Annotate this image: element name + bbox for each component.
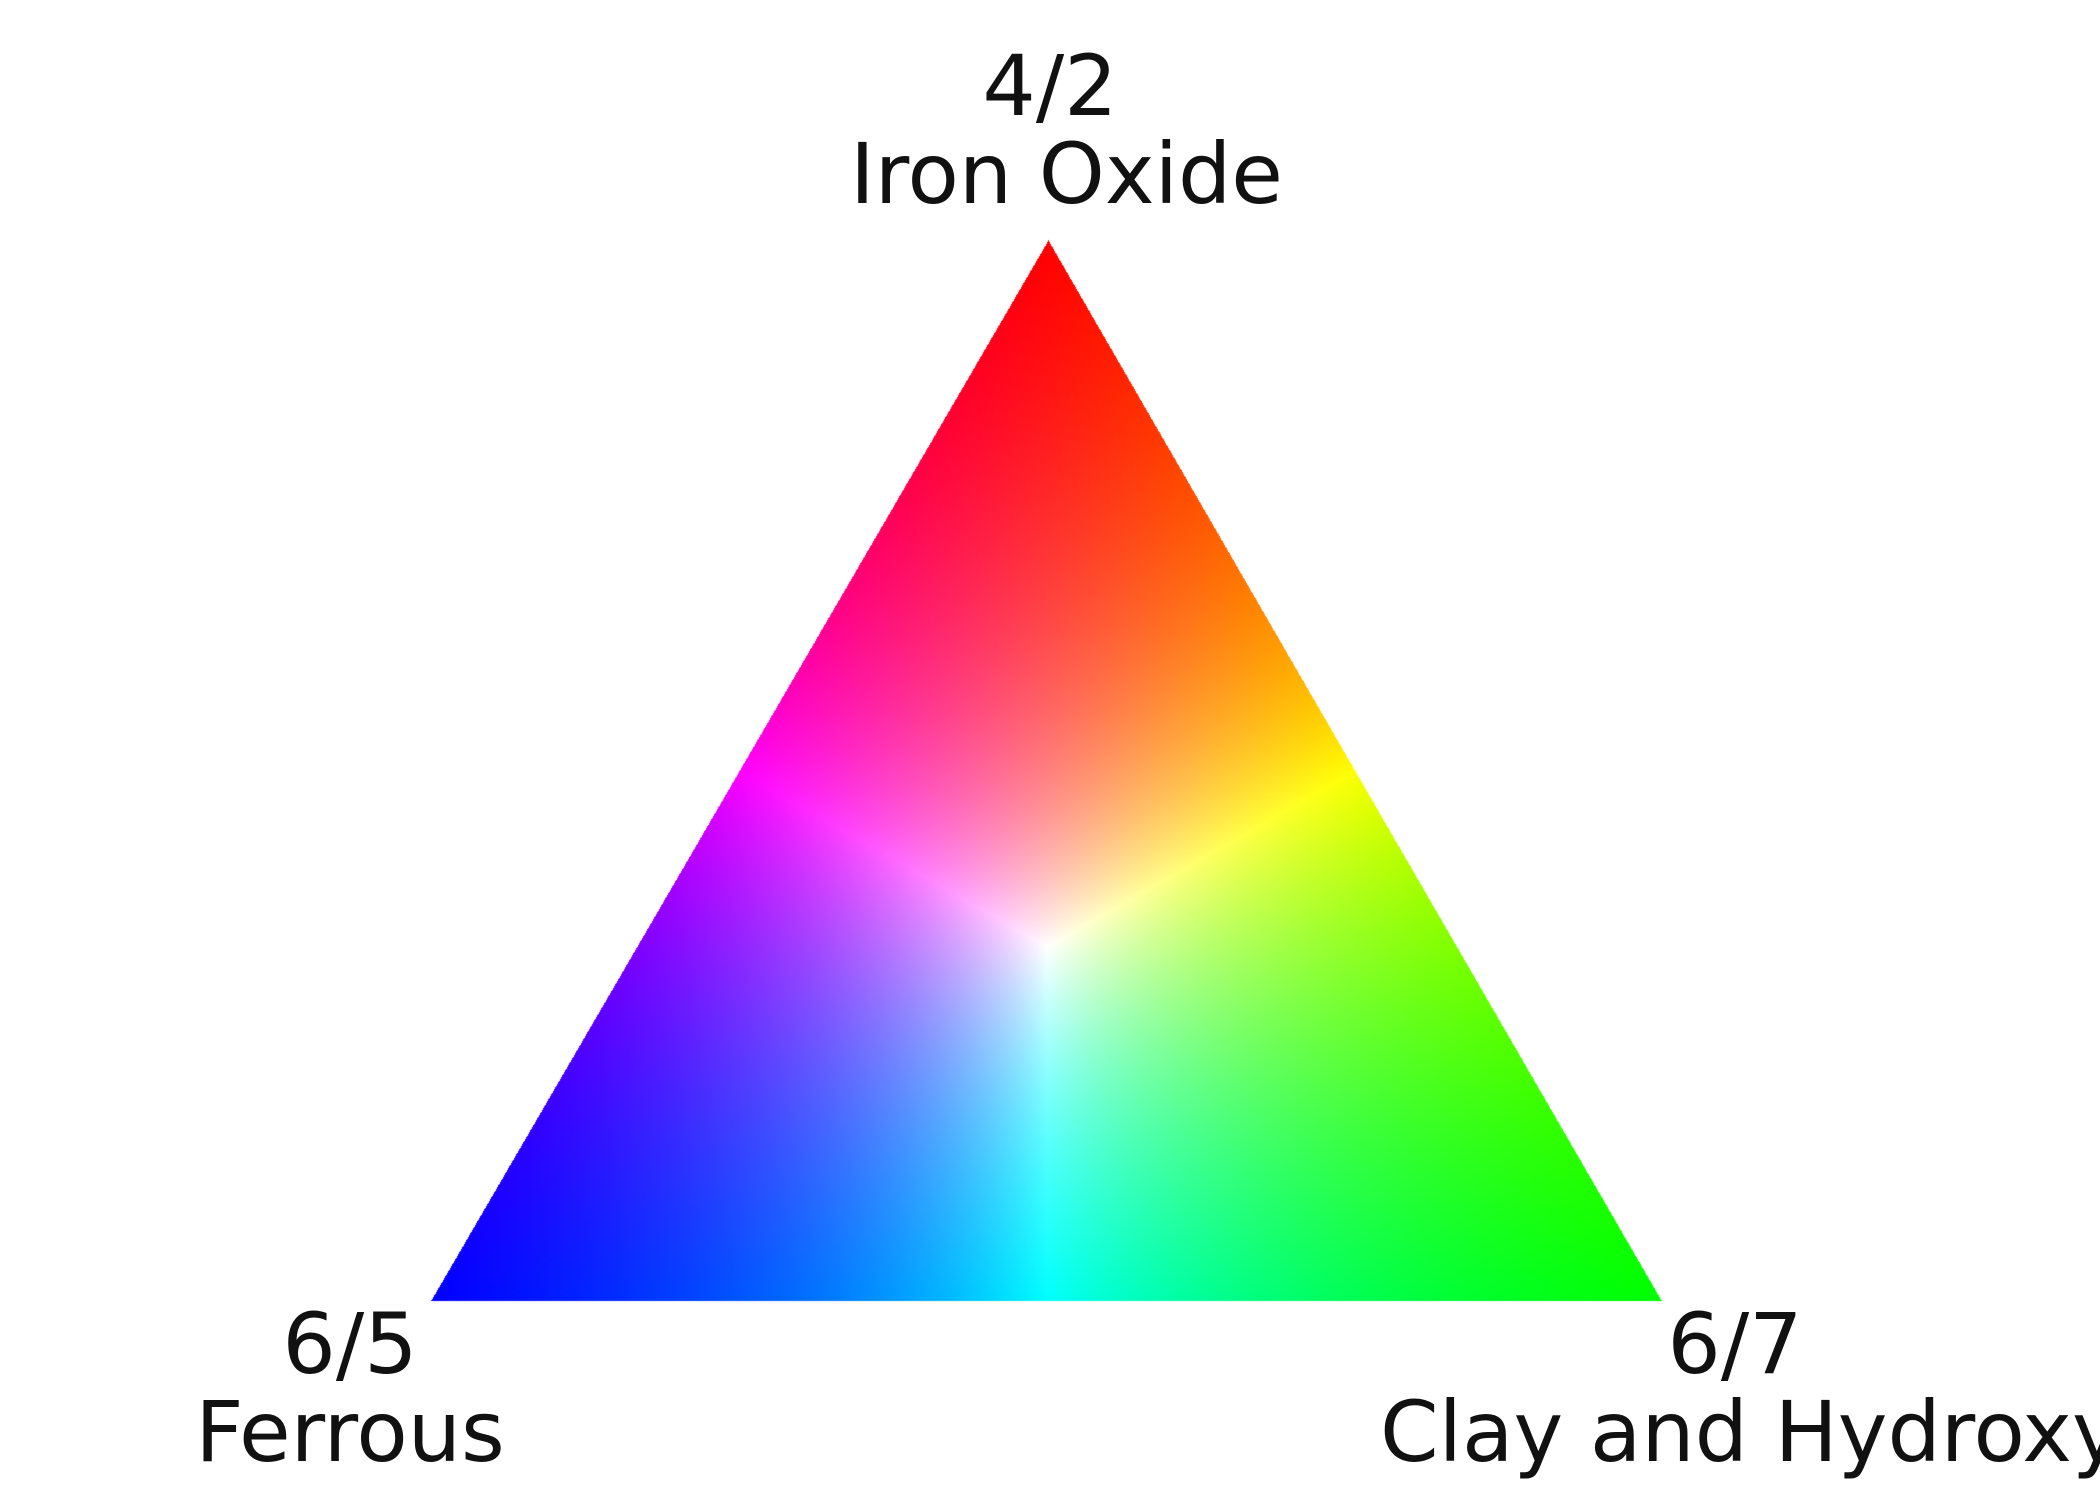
left-vertex-label: 6/5 Ferrous bbox=[150, 1295, 550, 1482]
left-vertex-ratio: 6/5 bbox=[282, 1295, 418, 1393]
top-vertex-ratio: 4/2 bbox=[982, 37, 1118, 135]
left-vertex-name: Ferrous bbox=[195, 1383, 505, 1482]
right-vertex-ratio: 6/7 bbox=[1667, 1295, 1803, 1393]
top-vertex-name: Iron Oxide bbox=[850, 125, 1283, 224]
top-vertex-label: 4/2 Iron Oxide bbox=[850, 37, 1283, 224]
right-vertex-label: 6/7 Clay and Hydroxyl bbox=[1380, 1295, 2100, 1482]
right-vertex-name: Clay and Hydroxyl bbox=[1380, 1383, 2100, 1482]
